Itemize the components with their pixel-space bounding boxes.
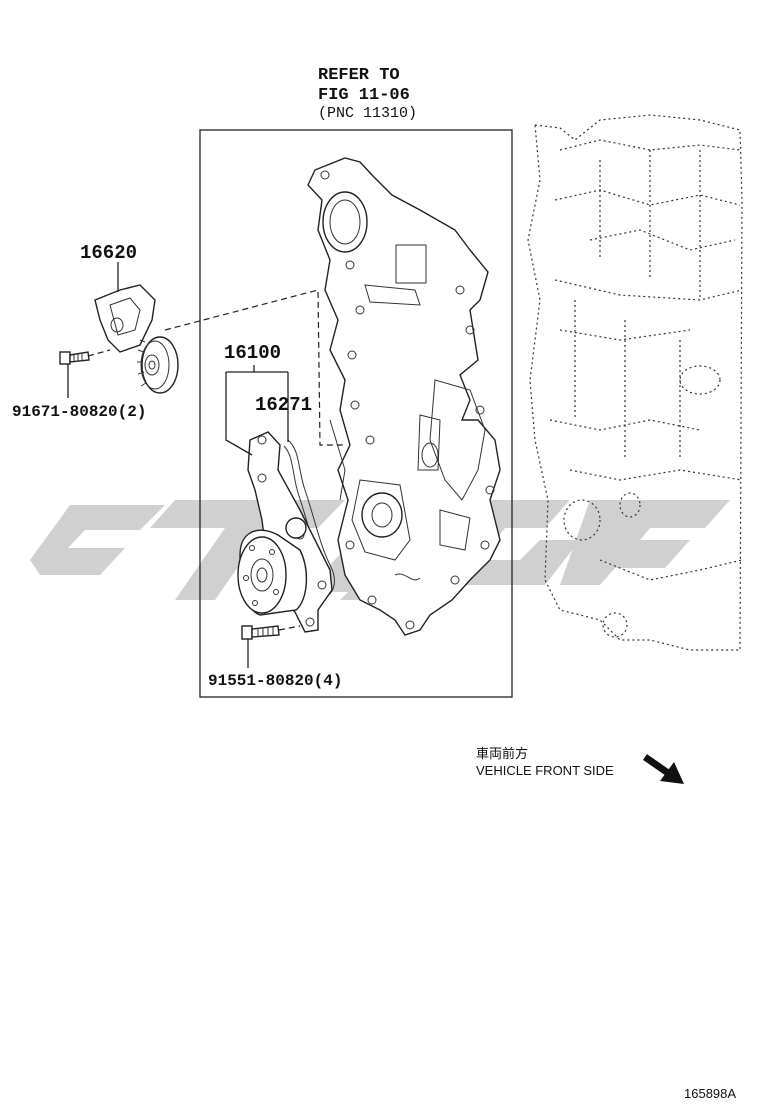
part-number-91551: 91551-80820(4) [208, 672, 342, 690]
tensioner-mount-guide [164, 289, 345, 446]
engine-block [527, 114, 743, 651]
refer-fig-text: FIG 11-06 [318, 86, 410, 105]
tensioner-bolt-guide [87, 349, 111, 357]
tensioner-assembly [94, 284, 179, 394]
reference-box [199, 129, 513, 698]
part-number-16620: 16620 [80, 242, 137, 264]
part-number-16271: 16271 [255, 394, 312, 416]
figure-id: 165898A [684, 1086, 736, 1101]
tensioner-bolt [59, 351, 90, 365]
refer-pnc-text: (PNC 11310) [318, 105, 417, 122]
part-number-91671: 91671-80820(2) [12, 403, 146, 421]
timing-chain-cover [307, 157, 501, 636]
water-pump [237, 431, 333, 633]
direction-japanese: 車両前方 [476, 746, 528, 761]
part-number-16100: 16100 [224, 342, 281, 364]
refer-to-text: REFER TO [318, 66, 400, 85]
pump-bolt [241, 625, 280, 640]
front-direction-arrow-icon [643, 754, 684, 784]
water-pump-leader [225, 365, 289, 456]
direction-english: VEHICLE FRONT SIDE [476, 763, 614, 778]
pump-bolt-guide [278, 625, 301, 631]
